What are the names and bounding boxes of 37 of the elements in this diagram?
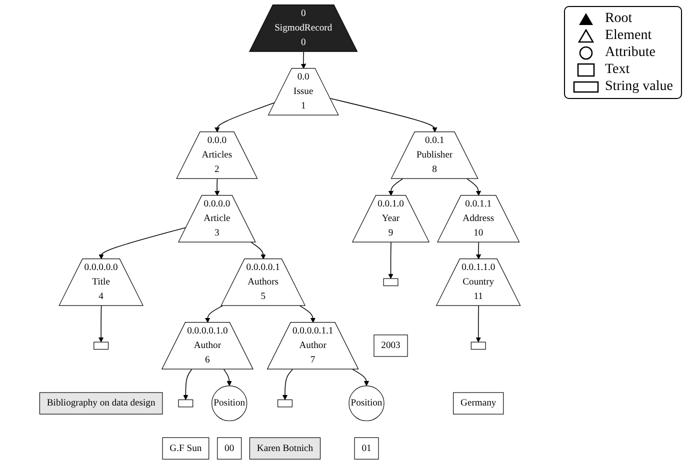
arrow bbox=[223, 368, 232, 386]
arrow bbox=[204, 305, 223, 323]
legend-label: Text bbox=[604, 61, 630, 78]
legend-label: Attribute bbox=[604, 44, 656, 61]
arrow bbox=[300, 305, 316, 323]
node-box: 00 bbox=[217, 437, 242, 460]
arrow bbox=[388, 242, 394, 279]
arrow bbox=[388, 178, 404, 196]
arrow bbox=[250, 242, 266, 260]
node-box: G.F Sun bbox=[162, 437, 210, 460]
node-circle: Position bbox=[212, 386, 248, 422]
arrow bbox=[214, 102, 276, 132]
node-box bbox=[383, 278, 398, 286]
node-box: Karen Botnich bbox=[249, 437, 321, 460]
node-box bbox=[94, 342, 109, 350]
node-box: 2003 bbox=[374, 334, 408, 357]
node-box: Bibliography on data design bbox=[39, 392, 163, 414]
node-box bbox=[178, 399, 194, 408]
arrow bbox=[466, 178, 482, 196]
arrow bbox=[476, 305, 481, 342]
arrow bbox=[352, 368, 370, 386]
arrow bbox=[183, 368, 192, 400]
node-box: 01 bbox=[354, 437, 379, 460]
legend-label: Element bbox=[604, 27, 652, 44]
arrow bbox=[98, 227, 187, 260]
arrow bbox=[300, 51, 306, 69]
arrow bbox=[330, 98, 438, 132]
legend-label: Root bbox=[604, 10, 632, 27]
arrow bbox=[98, 305, 104, 342]
node-circle: Position bbox=[348, 386, 384, 422]
legend-label: String value bbox=[604, 78, 673, 95]
node-box bbox=[278, 399, 292, 408]
node-box bbox=[470, 342, 486, 350]
arrow bbox=[214, 178, 220, 196]
node-box: Germany bbox=[453, 392, 504, 414]
arrow bbox=[476, 242, 482, 260]
arrow bbox=[282, 368, 294, 400]
